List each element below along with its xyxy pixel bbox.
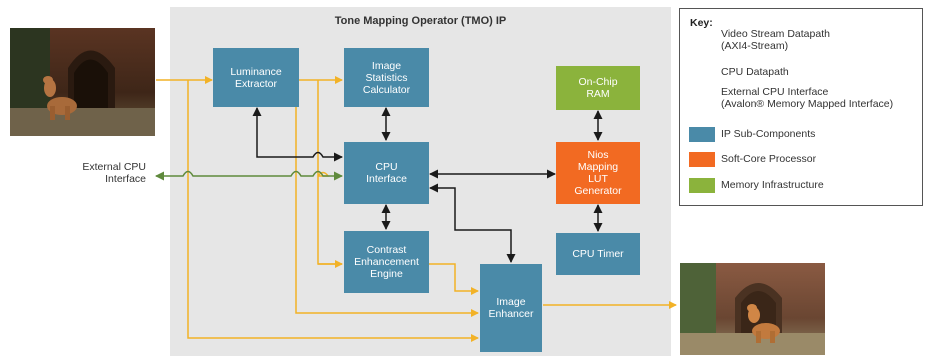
key-label-ip-subcomponents: IP Sub-Components xyxy=(721,128,816,140)
contrast-enhancement-engine-block: Contrast Enhancement Engine xyxy=(344,231,429,293)
cpu-interface-block: CPU Interface xyxy=(344,142,429,204)
diagram-title: Tone Mapping Operator (TMO) IP xyxy=(334,15,507,27)
key-label-cpu-datapath: CPU Datapath xyxy=(721,66,789,78)
key-label-memory-infrastructure: Memory Infrastructure xyxy=(721,179,824,191)
nios-mapping-lut-generator-block: Nios Mapping LUT Generator xyxy=(556,142,640,204)
cpu-datapath xyxy=(252,107,603,263)
ip-subcomponents-swatch xyxy=(689,127,715,142)
external-cpu-interface-label: External CPU Interface xyxy=(82,161,146,185)
key-title: Key: xyxy=(690,17,713,29)
luminance-extractor-block: Luminance Extractor xyxy=(213,48,299,107)
key-label-soft-core-processor: Soft-Core Processor xyxy=(721,153,817,165)
key-legend xyxy=(679,8,923,206)
external-cpu-interface-datapath xyxy=(155,170,343,181)
key-label-video-stream: Video Stream Datapath (AXI4-Stream) xyxy=(721,28,830,52)
input-image xyxy=(10,28,155,136)
on-chip-ram-block: On-Chip RAM xyxy=(556,66,640,110)
image-statistics-calculator-block: Image Statistics Calculator xyxy=(344,48,429,107)
memory-infrastructure-swatch xyxy=(689,178,715,193)
image-enhancer-block: Image Enhancer xyxy=(480,264,542,352)
output-image xyxy=(680,263,825,355)
key-label-external-cpu: External CPU Interface (Avalon® Memory M… xyxy=(721,86,894,110)
cpu-timer-block: CPU Timer xyxy=(556,233,640,275)
soft-core-processor-swatch xyxy=(689,152,715,167)
